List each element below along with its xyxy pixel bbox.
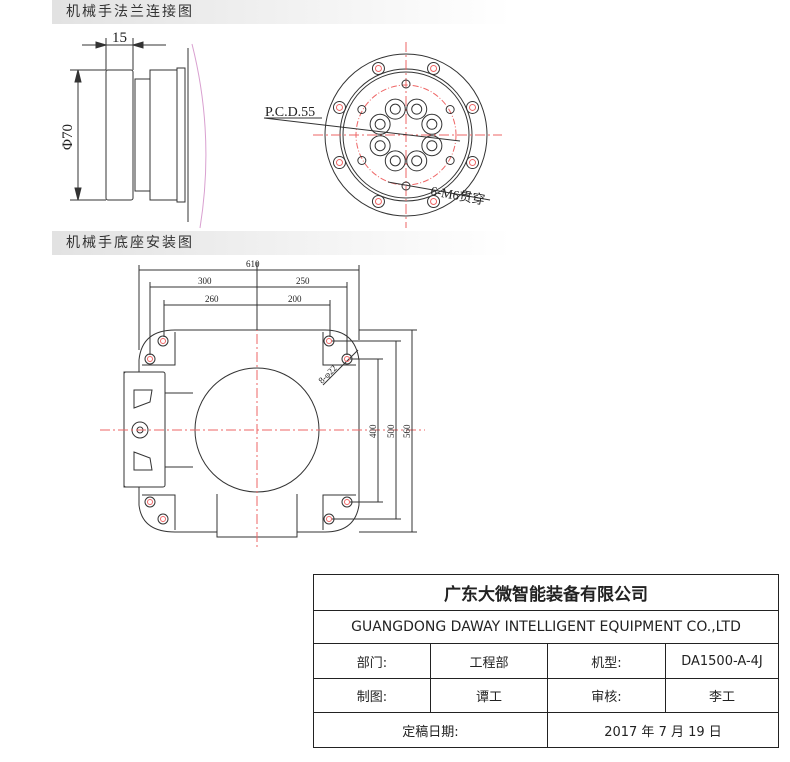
socket-bolt-hole-inner bbox=[411, 103, 423, 115]
dept-label: 部门: bbox=[313, 643, 431, 679]
mount-hole bbox=[144, 353, 156, 365]
check-label: 审核: bbox=[547, 678, 666, 713]
outer-bolt-hole-inner bbox=[374, 198, 382, 206]
socket-bolt-hole bbox=[369, 135, 391, 157]
outer-bolt-hole-inner bbox=[335, 159, 343, 167]
m6-hole bbox=[357, 105, 367, 114]
socket-bolt-hole-inner bbox=[389, 103, 401, 115]
mount-hole-inner bbox=[344, 356, 350, 362]
model-value: DA1500-A-4J bbox=[665, 643, 779, 679]
mount-hole bbox=[323, 335, 335, 347]
base-mount-view: 610 300 250 260 200 8-φ22 400 500 560 bbox=[100, 259, 425, 550]
date-label: 定稿日期: bbox=[313, 712, 548, 748]
mount-hole-inner bbox=[147, 499, 153, 505]
technical-drawings: 15 Φ70 P.C.D.55 6-M6贯穿 bbox=[60, 30, 502, 550]
mount-hole bbox=[157, 513, 169, 525]
socket-bolt-hole-inner bbox=[426, 140, 438, 152]
base-hole-label: 8-φ22 bbox=[316, 363, 338, 385]
outer-bolt-hole bbox=[371, 195, 385, 209]
dim-610: 610 bbox=[246, 259, 260, 269]
socket-bolt-hole-inner bbox=[389, 155, 401, 167]
outer-bolt-hole bbox=[466, 156, 480, 170]
socket-bolt-hole bbox=[384, 150, 406, 172]
outer-bolt-hole bbox=[427, 61, 441, 75]
base-section-title: 机械手底座安装图 bbox=[52, 231, 512, 255]
mount-hole bbox=[144, 496, 156, 508]
dept-value: 工程部 bbox=[430, 643, 548, 679]
outer-bolt-hole bbox=[371, 61, 385, 75]
mount-hole bbox=[341, 496, 353, 508]
mount-hole bbox=[323, 513, 335, 525]
outer-bolt-hole-inner bbox=[374, 64, 382, 72]
drawn-label: 制图: bbox=[313, 678, 431, 713]
dim-300: 300 bbox=[198, 276, 212, 286]
outer-bolt-hole bbox=[332, 100, 346, 114]
date-value: 2017 年 7 月 19 日 bbox=[547, 712, 779, 748]
m6-hole bbox=[445, 156, 455, 165]
outer-bolt-hole-inner bbox=[430, 64, 438, 72]
drawn-value: 谭工 bbox=[430, 678, 548, 713]
dim-250: 250 bbox=[296, 276, 310, 286]
mount-hole bbox=[157, 335, 169, 347]
hole-label: 6-M6贯穿 bbox=[429, 183, 486, 207]
m6-hole bbox=[401, 79, 411, 89]
flange-front-view: P.C.D.55 6-M6贯穿 bbox=[263, 42, 502, 228]
socket-bolt-hole bbox=[369, 113, 391, 135]
m6-hole bbox=[357, 156, 367, 165]
flange-side-view: 15 Φ70 bbox=[60, 30, 207, 229]
outer-bolt-hole-inner bbox=[430, 198, 438, 206]
company-name-cn: 广东大微智能装备有限公司 bbox=[313, 574, 779, 611]
dim-260: 260 bbox=[205, 294, 219, 304]
outer-bolt-hole bbox=[427, 195, 441, 209]
mount-hole-inner bbox=[326, 516, 332, 522]
socket-bolt-hole bbox=[406, 98, 428, 120]
outer-bolt-hole-inner bbox=[335, 103, 343, 111]
dim-560: 560 bbox=[402, 424, 412, 438]
pcd-label: P.C.D.55 bbox=[265, 105, 315, 120]
dim-400: 400 bbox=[368, 424, 378, 438]
socket-bolt-hole-inner bbox=[374, 118, 386, 130]
outer-bolt-hole-inner bbox=[469, 159, 477, 167]
mount-hole bbox=[341, 353, 353, 365]
m6-hole bbox=[445, 105, 455, 114]
company-name-en: GUANGDONG DAWAY INTELLIGENT EQUIPMENT CO… bbox=[313, 610, 779, 644]
outer-bolt-hole-inner bbox=[469, 103, 477, 111]
flange-section-title: 机械手法兰连接图 bbox=[52, 0, 512, 24]
socket-bolt-hole bbox=[421, 135, 443, 157]
socket-bolt-hole bbox=[406, 150, 428, 172]
flange-width-dim: 15 bbox=[112, 30, 127, 46]
model-label: 机型: bbox=[547, 643, 666, 679]
mount-hole-inner bbox=[326, 338, 332, 344]
mount-hole-inner bbox=[160, 338, 166, 344]
socket-bolt-hole-inner bbox=[426, 118, 438, 130]
socket-bolt-hole bbox=[421, 113, 443, 135]
title-block: 广东大微智能装备有限公司 GUANGDONG DAWAY INTELLIGENT… bbox=[313, 574, 779, 748]
socket-bolt-hole bbox=[384, 98, 406, 120]
socket-bolt-hole-inner bbox=[374, 140, 386, 152]
outer-bolt-hole bbox=[332, 156, 346, 170]
flange-diameter-dim: Φ70 bbox=[60, 124, 76, 150]
mount-hole-inner bbox=[147, 356, 153, 362]
outer-bolt-hole bbox=[466, 100, 480, 114]
dim-200: 200 bbox=[288, 294, 302, 304]
mount-hole-inner bbox=[160, 516, 166, 522]
socket-bolt-hole-inner bbox=[411, 155, 423, 167]
mount-hole-inner bbox=[344, 499, 350, 505]
m6-hole bbox=[401, 181, 411, 191]
dim-500: 500 bbox=[386, 424, 396, 438]
check-value: 李工 bbox=[665, 678, 779, 713]
